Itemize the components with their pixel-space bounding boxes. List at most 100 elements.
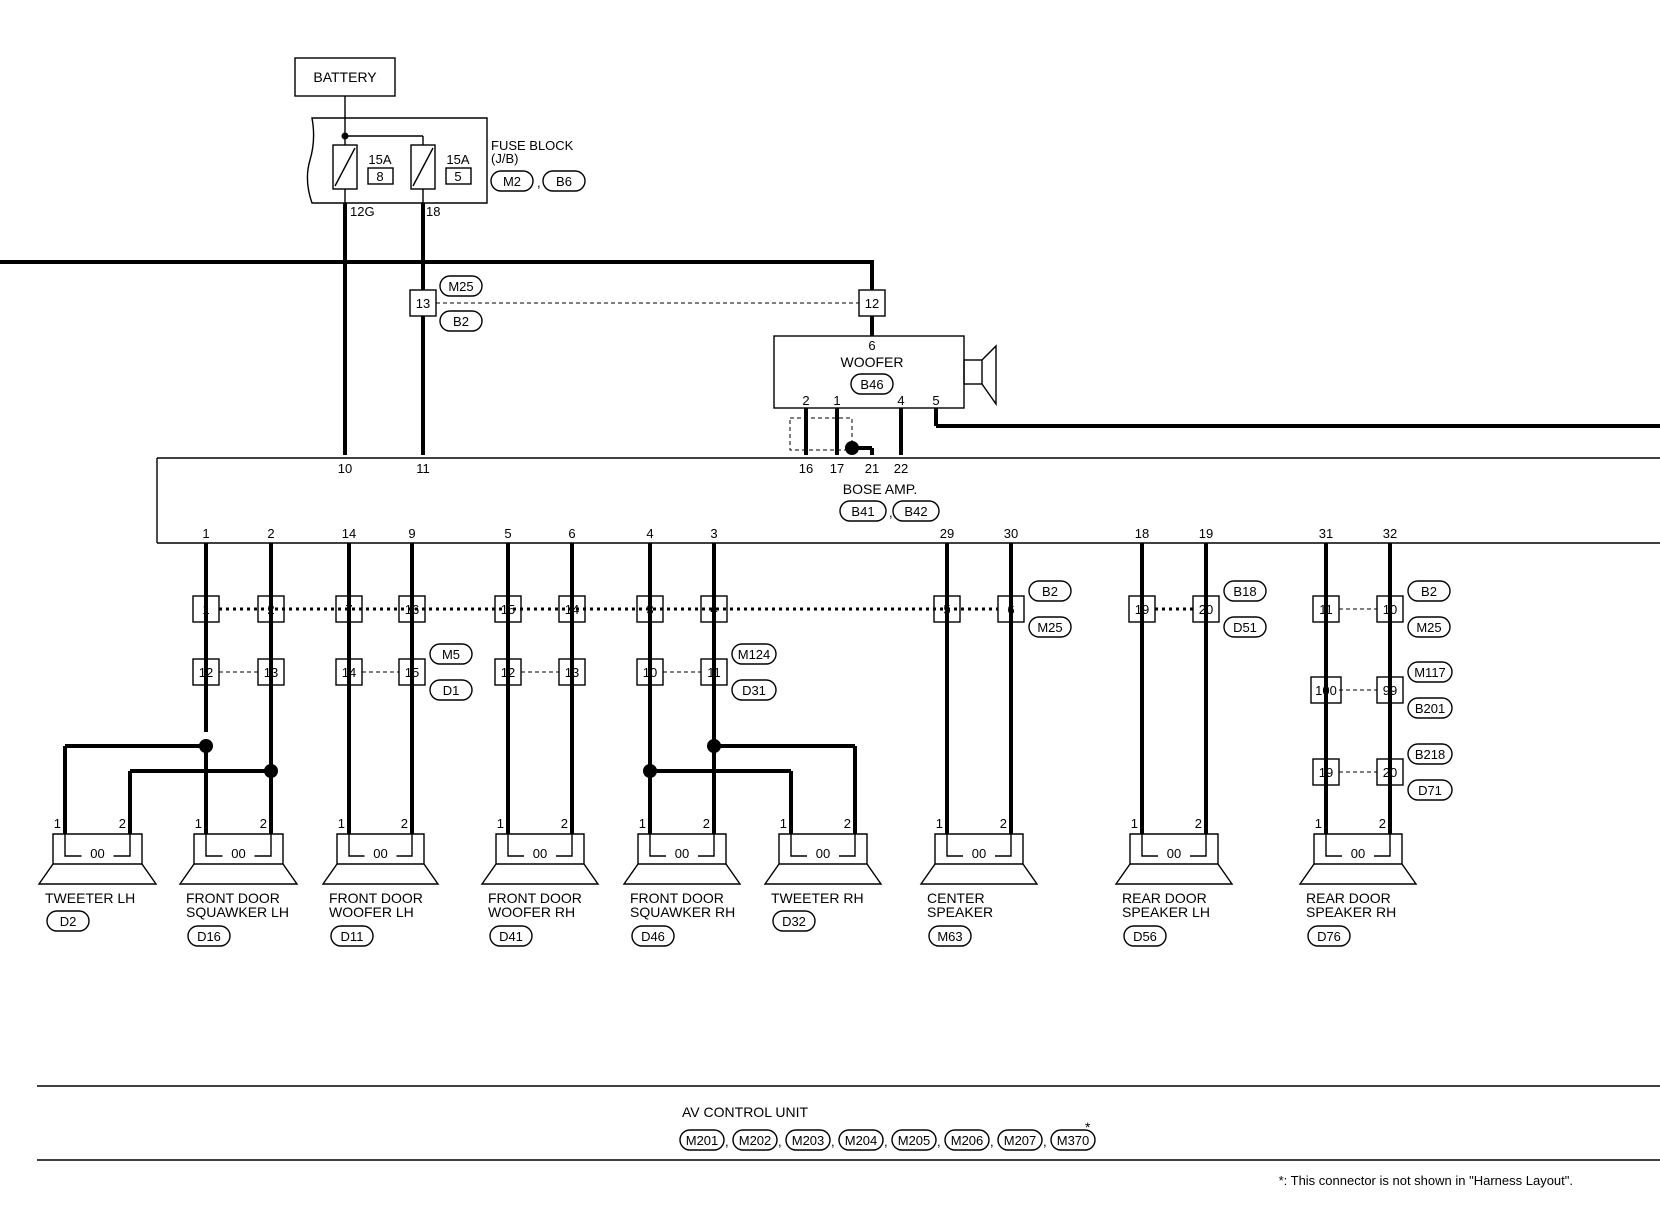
connector-label: M117 (1414, 665, 1446, 680)
junction-terminal (1376, 758, 1404, 786)
svg-text:1: 1 (639, 816, 646, 831)
amp-pin: 29 (940, 526, 954, 541)
junction-terminal (1192, 595, 1220, 623)
junction-terminal (257, 658, 285, 686)
speaker-icon: 00 (178, 833, 299, 885)
speaker-name: SQUAWKER RH (630, 904, 735, 920)
svg-text:2: 2 (802, 393, 809, 408)
junction-terminal (636, 595, 664, 623)
junction-terminal (997, 595, 1025, 623)
fuse1-terminal: 12G (350, 204, 375, 219)
fuse-block-sub: (J/B) (491, 151, 518, 166)
connector-label: D41 (499, 929, 523, 944)
terminal-number: 13 (264, 665, 278, 680)
amp-pin: 2 (267, 526, 274, 541)
svg-text:00: 00 (816, 846, 830, 861)
footnote: *: This connector is not shown in "Harne… (1279, 1173, 1573, 1188)
connector-label: M25 (1416, 620, 1441, 635)
connector-label: M25 (448, 279, 473, 294)
amp-pin: 19 (1199, 526, 1213, 541)
speaker-name: WOOFER LH (329, 904, 414, 920)
amp-pin: 30 (1004, 526, 1018, 541)
svg-text:1: 1 (780, 816, 787, 831)
speaker-name: SPEAKER RH (1306, 904, 1396, 920)
connector-label: D16 (197, 929, 221, 944)
speaker-name: FRONT DOOR (630, 890, 724, 906)
connector-label: B42 (904, 504, 927, 519)
fuse1-number: 8 (376, 169, 383, 184)
amp-pin: 3 (710, 526, 717, 541)
connector-label: D11 (341, 929, 364, 944)
svg-text:4: 4 (897, 393, 904, 408)
speaker-name: FRONT DOOR (488, 890, 582, 906)
terminal-number: 11 (1319, 602, 1333, 617)
speaker-name: WOOFER RH (488, 904, 575, 920)
svg-text:,: , (537, 175, 541, 190)
connector-label: M207 (1004, 1133, 1037, 1148)
speaker-icon: 00 (919, 833, 1039, 885)
connector-label: B6 (556, 174, 572, 189)
amp-pin: 9 (408, 526, 415, 541)
junction-terminal (192, 658, 220, 686)
terminal-number: 99 (1383, 683, 1397, 698)
terminal-number: 14 (565, 602, 579, 617)
junction-terminal (1310, 676, 1342, 704)
connector-label: B2 (453, 314, 469, 329)
terminal-number: 2 (267, 602, 274, 617)
junction-terminal (257, 595, 285, 623)
terminal-number: 12 (501, 665, 515, 680)
fuse2-number: 5 (454, 169, 461, 184)
svg-text:,: , (889, 505, 893, 520)
connector-label: M25 (1037, 620, 1062, 635)
terminal-number: 12 (199, 665, 213, 680)
junction-terminal (398, 658, 426, 686)
connector-label: M206 (951, 1133, 984, 1148)
junction-terminal (1376, 676, 1404, 704)
connector-label: D1 (443, 683, 460, 698)
svg-text:2: 2 (119, 816, 126, 831)
terminal-number: 10 (1383, 602, 1397, 617)
amp-pin: 6 (568, 526, 575, 541)
connector-label: M5 (442, 647, 460, 662)
terminal-number: 6 (1007, 602, 1014, 617)
speaker-icon: 00 (763, 833, 883, 885)
speaker-icon: 00 (622, 833, 742, 885)
connector-label: M203 (792, 1133, 825, 1148)
terminal-number: 20 (1383, 765, 1397, 780)
svg-text:,: , (990, 1134, 994, 1149)
terminal-number: 7 (345, 602, 352, 617)
terminal-number: 19 (1319, 765, 1333, 780)
amp-pin: 14 (342, 526, 356, 541)
terminal-number: 100 (1315, 683, 1337, 698)
svg-text:6: 6 (868, 338, 875, 353)
svg-text:00: 00 (972, 846, 986, 861)
svg-text:1: 1 (195, 816, 202, 831)
connector-label: M124 (738, 647, 771, 662)
svg-text:5: 5 (932, 393, 939, 408)
av-unit-star: * (1085, 1119, 1091, 1135)
fuse2-terminal: 18 (426, 204, 440, 219)
junction-terminal (700, 658, 728, 686)
amp-pin: 31 (1319, 526, 1333, 541)
svg-text:13: 13 (416, 296, 430, 311)
junction-terminal (558, 595, 586, 623)
speaker-icon: 00 (37, 833, 158, 885)
terminal-number: 5 (943, 602, 950, 617)
connector-label: D2 (60, 914, 77, 929)
terminal-number: 4 (710, 602, 717, 617)
svg-text:2: 2 (1379, 816, 1386, 831)
amp-pin: 5 (504, 526, 511, 541)
svg-text:2: 2 (260, 816, 267, 831)
speaker-name: CENTER (927, 890, 985, 906)
svg-text:11: 11 (416, 461, 430, 476)
terminal-number: 19 (1135, 602, 1149, 617)
connector-label: B201 (1415, 701, 1445, 716)
svg-text:,: , (778, 1134, 782, 1149)
fuse-block: 15A 8 15A 5 12G 18 FUSE BLOCK (J/B) M2 ,… (306, 117, 586, 219)
junction-terminal (700, 595, 728, 623)
